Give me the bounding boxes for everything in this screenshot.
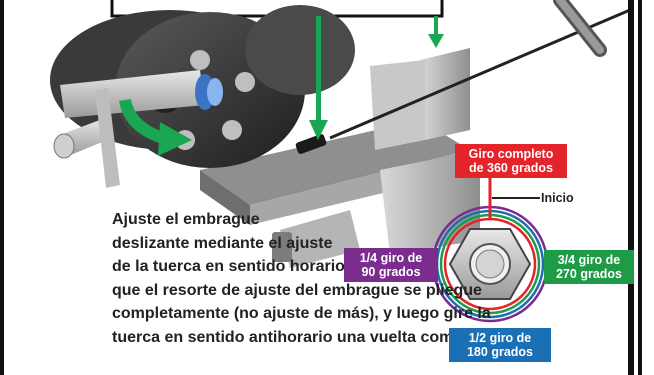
quarter-turn-label: 1/4 giro de 90 grados xyxy=(344,248,438,282)
full-turn-label-line: Giro completo xyxy=(468,147,554,161)
half-turn-label-line: 1/2 giro de xyxy=(468,331,532,345)
half-turn-label: 1/2 giro de 180 grados xyxy=(449,328,551,362)
tool-rod xyxy=(295,0,631,154)
three-quarter-turn-label-line: 270 grados xyxy=(555,267,622,281)
three-quarter-turn-label-line: 3/4 giro de xyxy=(557,253,621,267)
instructions-text: Ajuste el embrague deslizante mediante e… xyxy=(112,208,496,349)
stand xyxy=(200,48,480,268)
three-quarter-turn-label: 3/4 giro de 270 grados xyxy=(544,250,634,284)
frame-right-border xyxy=(628,0,634,375)
frame-right-border-outer xyxy=(638,0,642,375)
quarter-turn-label-line: 1/4 giro de xyxy=(359,251,423,265)
frame-left-border xyxy=(0,0,4,375)
t-wrench xyxy=(53,88,120,188)
instructions-line: de la tuerca en sentido horario hasta xyxy=(112,258,392,275)
instructions-line: que el resorte de ajuste del embrague se… xyxy=(112,281,482,299)
start-label: Inicio xyxy=(541,191,574,205)
instructions-line: Ajuste el embrague xyxy=(112,211,260,228)
instructions-line: tuerca en sentido antihorario una vuelta… xyxy=(112,328,496,346)
full-turn-label-line: de 360 grados xyxy=(468,161,554,175)
instructions-line: deslizante mediante el ajuste xyxy=(112,234,333,252)
full-turn-label: Giro completo de 360 grados xyxy=(455,144,567,178)
half-turn-label-line: 180 grados xyxy=(466,345,533,359)
green-arrows xyxy=(119,16,444,156)
shaft xyxy=(60,70,223,118)
nut-rotation-diagram xyxy=(431,176,549,323)
instructions-line: completamente (no ajuste de más), y lueg… xyxy=(112,305,491,322)
quarter-turn-label-line: 90 grados xyxy=(361,265,421,279)
